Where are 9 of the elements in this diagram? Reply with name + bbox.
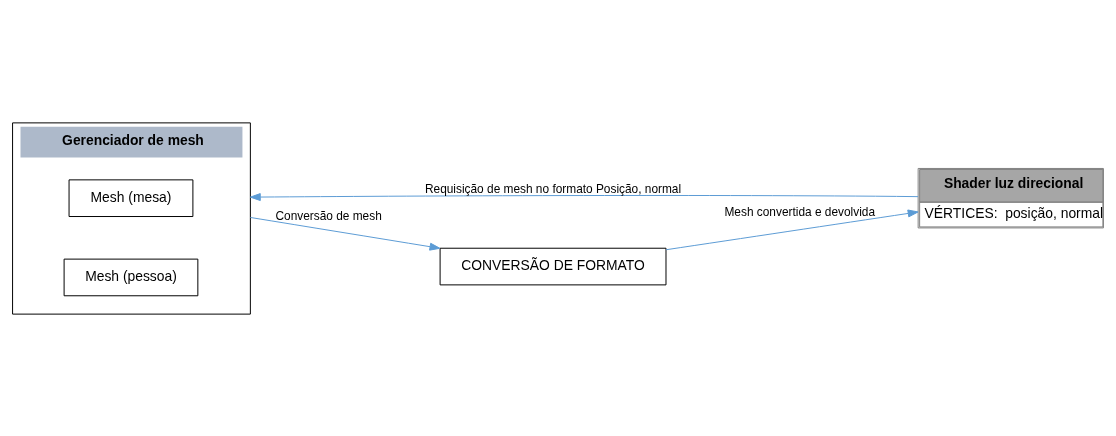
- arrow: [249, 216, 441, 251]
- edge-label: Requisição de mesh no formato Posição, normal: [424, 181, 682, 196]
- edge-label: Mesh convertida e devolvida: [724, 204, 876, 219]
- arrow: [665, 209, 919, 250]
- node-box: Mesh (pessoa): [63, 258, 199, 296]
- arrow: [249, 192, 919, 201]
- edge-label: Conversão de mesh: [275, 208, 382, 223]
- node-box: CONVERSÃO DE FORMATO: [439, 247, 667, 285]
- node-box: Mesh (mesa): [68, 178, 194, 217]
